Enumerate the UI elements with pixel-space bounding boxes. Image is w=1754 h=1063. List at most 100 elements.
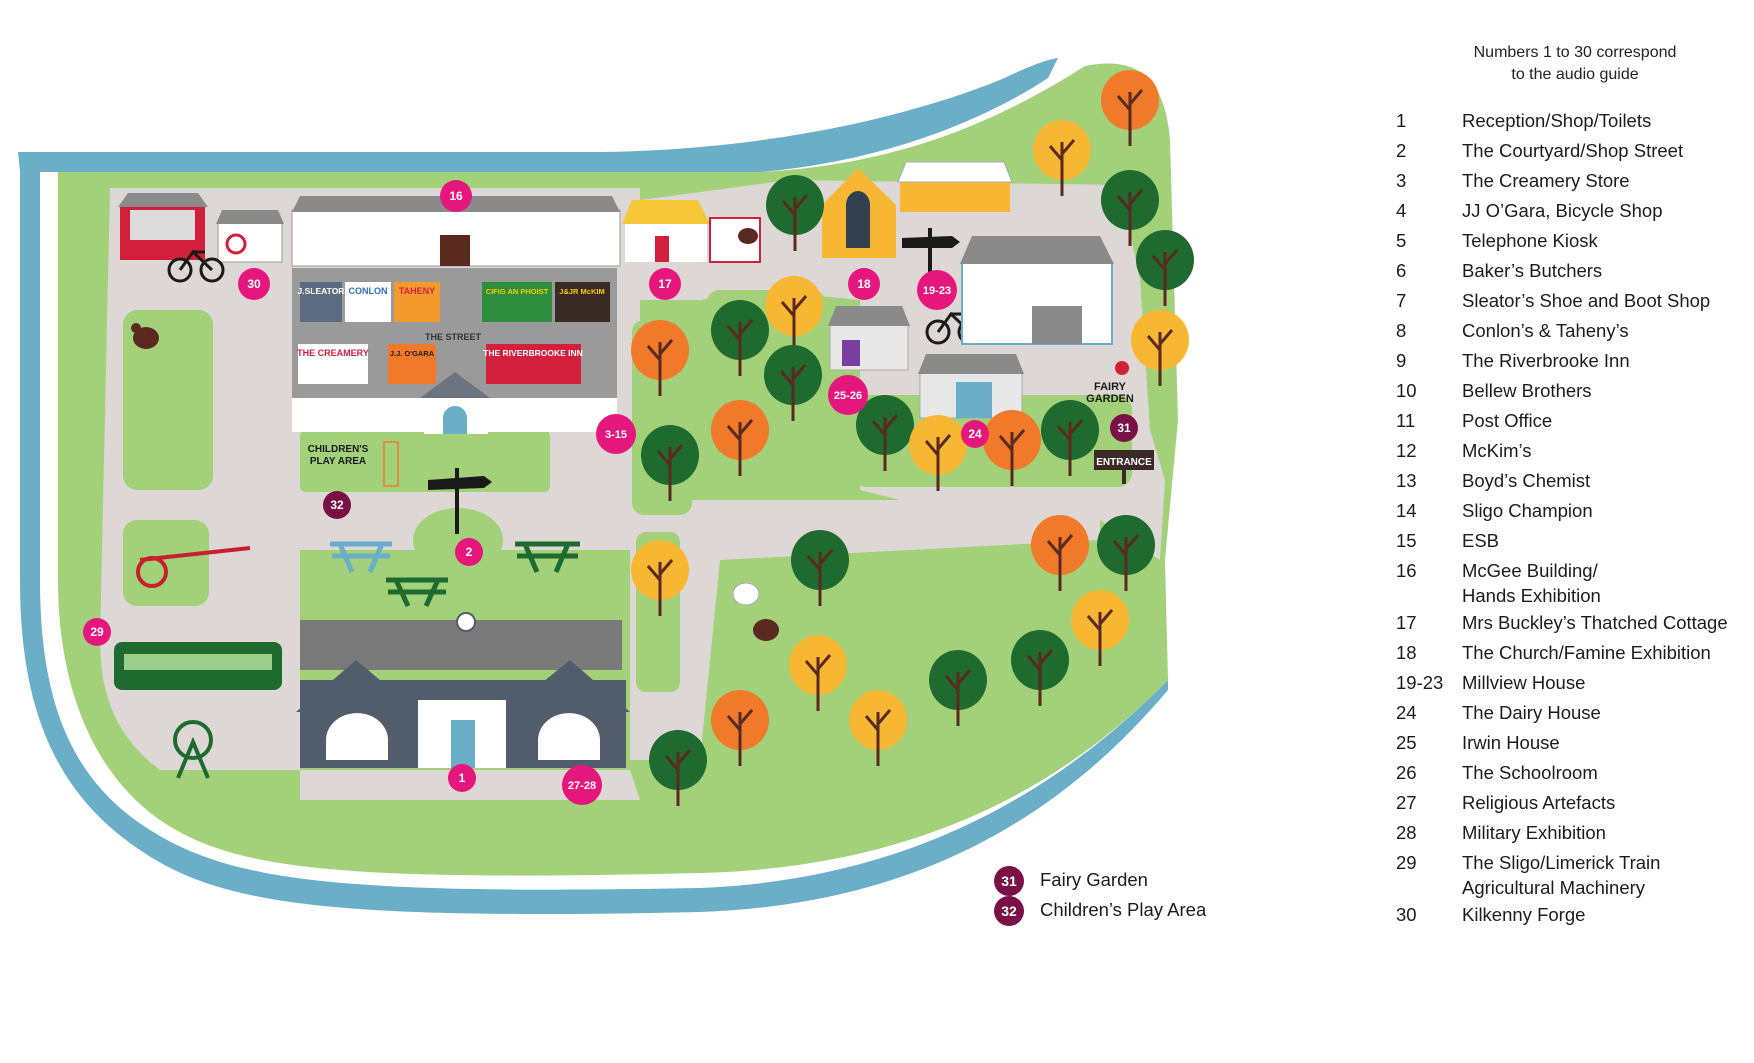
legend-extra-badge: 32: [994, 896, 1024, 926]
tree-icon: [649, 730, 707, 806]
tree-icon: [789, 635, 847, 711]
tree-icon: [1031, 515, 1089, 591]
thatched-cottage: [622, 200, 761, 263]
map-pin-dot: [848, 268, 880, 300]
map-pin-dot: [448, 764, 476, 792]
shop-signs: J.SLEATOR CONLON TAHENY CIFIG AN PHOIST …: [297, 286, 605, 358]
shop-sign: CIFIG AN PHOIST: [486, 287, 549, 296]
legend-item-number: 8: [1396, 320, 1407, 341]
map-pin[interactable]: 18: [848, 268, 880, 300]
map-pin[interactable]: 16: [440, 180, 472, 212]
map-pin-label: 30: [247, 277, 261, 291]
map-pin[interactable]: 17: [649, 268, 681, 300]
map-pin[interactable]: 2: [455, 538, 483, 566]
legend-item-number: 17: [1396, 612, 1417, 633]
legend-item-number: 7: [1396, 290, 1407, 311]
tree-icon: [1071, 590, 1129, 666]
legend-item-name: Baker’s Butchers: [1462, 260, 1603, 281]
legend-extra-badge: 31: [994, 866, 1024, 896]
shop-sign: J.J. O'GARA: [390, 349, 435, 358]
shop-sign: J&JR McKIM: [559, 287, 604, 296]
legend-item-name: The Courtyard/Shop Street: [1462, 140, 1684, 161]
legend-item-number: 6: [1396, 260, 1407, 281]
legend-item-name: McGee Building/ Hands Exhibition: [1462, 560, 1601, 606]
map-pin-dot: [83, 618, 111, 646]
shop-sign: THE CREAMERY: [297, 348, 369, 358]
map-pin-label: 24: [968, 427, 982, 441]
shop-sign: TAHENY: [399, 286, 435, 296]
map-pin[interactable]: 30: [238, 268, 270, 300]
map-pin-label: 25-26: [834, 390, 862, 402]
tree-icon: [1101, 170, 1159, 246]
map-pin[interactable]: 32: [323, 491, 351, 519]
map-pin-dot: [961, 420, 989, 448]
legend-item-name: Bellew Brothers: [1462, 380, 1592, 401]
kilkenny-forge: [118, 193, 284, 263]
legend-item-number: 28: [1396, 822, 1417, 843]
legend-item-name: Post Office: [1462, 410, 1553, 431]
map-pin-label: 27-28: [568, 780, 596, 792]
train-carriage: [114, 642, 282, 690]
map-pin-label: 17: [658, 277, 672, 291]
map-pin[interactable]: 24: [961, 420, 989, 448]
map-pin[interactable]: 29: [83, 618, 111, 646]
map-pin[interactable]: 31: [1110, 414, 1138, 442]
legend-item-name: The Creamery Store: [1462, 170, 1630, 191]
tree-icon: [1097, 515, 1155, 591]
plough: [136, 546, 251, 588]
agricultural-machinery: [173, 720, 213, 779]
map-pin[interactable]: 19-23: [917, 270, 957, 310]
map-pin-dot: [1110, 414, 1138, 442]
map-pin-dot: [323, 491, 351, 519]
map-pin-label: 2: [466, 545, 473, 559]
entrance-sign[interactable]: ENTRANCE: [1094, 450, 1154, 484]
tree-icon: [849, 690, 907, 766]
legend-item-number: 29: [1396, 852, 1417, 873]
folk-park-map: J.SLEATOR CONLON TAHENY CIFIG AN PHOIST …: [18, 58, 1194, 915]
the-street-block: [292, 268, 617, 434]
tree-icon: [983, 410, 1041, 486]
tree-icon: [631, 540, 689, 616]
hen-icon: [131, 323, 159, 349]
legend-item-number: 15: [1396, 530, 1417, 551]
legend-item-number: 16: [1396, 560, 1417, 581]
map-pin-label: 19-23: [923, 285, 951, 297]
map-pin[interactable]: 3-15: [596, 414, 636, 454]
shop-sign: J.SLEATOR: [298, 286, 345, 296]
tree-icon: [711, 690, 769, 766]
legend-item-name: JJ O’Gara, Bicycle Shop: [1462, 200, 1663, 221]
church: [822, 168, 896, 258]
legend-extra-name: Children’s Play Area: [1040, 899, 1207, 920]
map-pin[interactable]: 1: [448, 764, 476, 792]
map-pin-label: 29: [90, 625, 104, 639]
map-pin-dot: [238, 268, 270, 300]
legend-item-name: Millview House: [1462, 672, 1586, 693]
tree-icon: [856, 395, 914, 471]
tree-icon: [1033, 120, 1091, 196]
legend-item-name: Boyd’s Chemist: [1462, 470, 1591, 491]
legend-item-number: 13: [1396, 470, 1417, 491]
legend-item-number: 4: [1396, 200, 1407, 221]
legend-item-number: 10: [1396, 380, 1417, 401]
legend-item-number: 5: [1396, 230, 1407, 251]
map-pin[interactable]: 27-28: [562, 765, 602, 805]
legend-item-name: Sleator’s Shoe and Boot Shop: [1462, 290, 1711, 311]
shop-sign: CONLON: [349, 286, 388, 296]
map-pin-dot: [649, 268, 681, 300]
map-pin-label: 1: [459, 771, 466, 785]
map-pin[interactable]: 25-26: [828, 375, 868, 415]
tree-icon: [766, 175, 824, 251]
legend-item-number: 26: [1396, 762, 1417, 783]
millview-house: [897, 161, 1114, 345]
legend-item-name: Conlon’s & Taheny’s: [1462, 320, 1629, 341]
map-pin-dot: [828, 375, 868, 415]
map-pin-dot: [596, 414, 636, 454]
tree-icon: [711, 400, 769, 476]
tree-icon: [711, 300, 769, 376]
tree-icon: [765, 276, 823, 352]
legend-item-name: Irwin House: [1462, 732, 1560, 753]
street-label: THE STREET: [425, 332, 482, 342]
